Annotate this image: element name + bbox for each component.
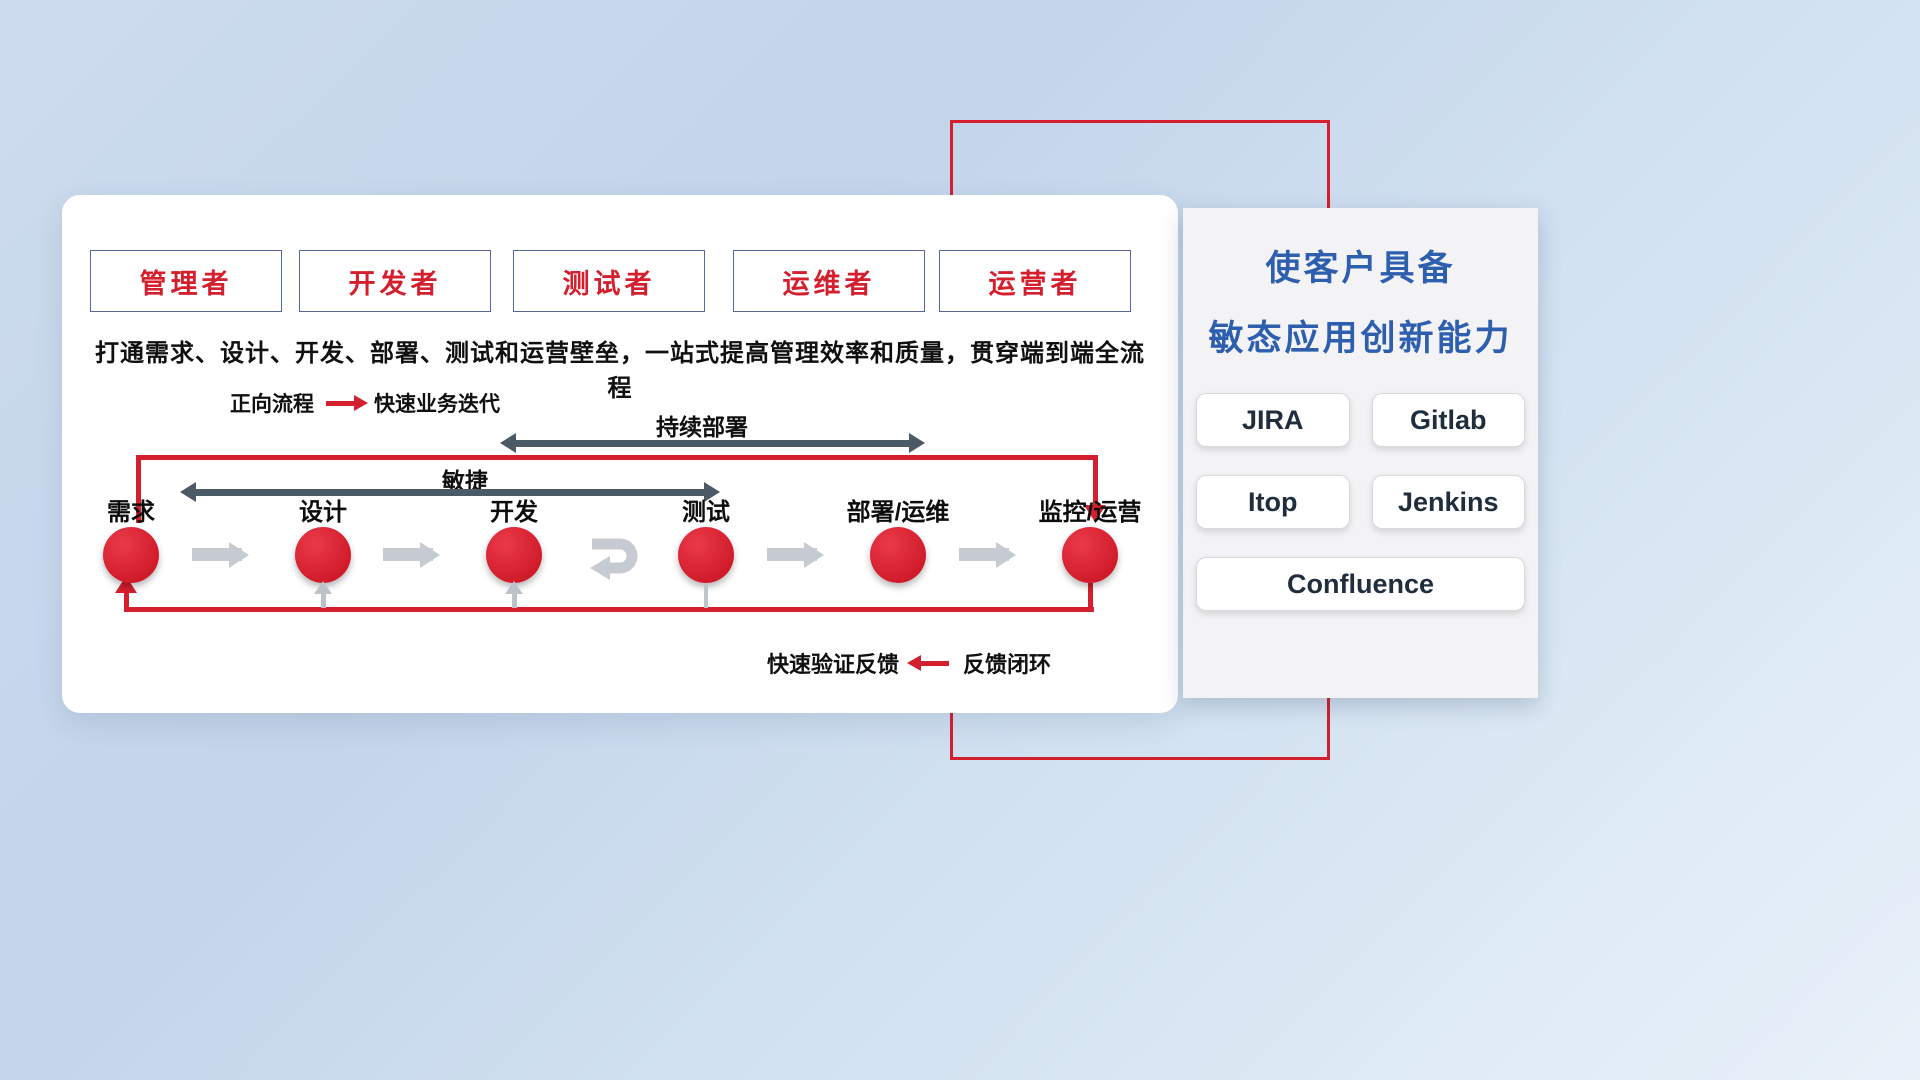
loop-line-right-bottom [1088,583,1093,611]
loop-line-left-up [136,455,141,523]
role-label: 运维者 [782,268,876,299]
role-label: 运营者 [988,268,1082,299]
step-label-monitor-ops: 监控/运营 [1038,499,1142,526]
forward-flow-label: 正向流程 [230,393,314,416]
step-label-requirements: 需求 [107,499,155,526]
iteration-loop-icon [590,538,638,580]
step-node-requirements [103,527,159,583]
tools-panel-title-line2: 敏态应用创新能力 [1208,319,1513,358]
forward-flow-desc: 快速业务迭代 [374,393,500,416]
tool-badge-confluence: Confluence [1196,557,1525,611]
tool-badge-jira: JIRA [1196,393,1350,447]
step-node-development [486,527,542,583]
role-box-manager: 管理者 [90,250,282,312]
panel-subtitle: 打通需求、设计、开发、部署、测试和运营壁垒，一站式提高管理效率和质量，贯穿端到端… [95,340,1145,402]
flow-arrow-icon [192,541,249,568]
step-node-testing [678,527,734,583]
role-box-ops: 运维者 [733,250,925,312]
forward-arrow-icon [326,394,368,411]
feedback-up-arrow-stem [321,593,326,608]
step-node-deploy-ops [870,527,926,583]
step-node-design [295,527,351,583]
flow-arrow-icon [767,541,824,568]
tools-panel-title-line1: 使客户具备 [1265,249,1456,288]
loop-line-bottom [124,607,1094,612]
tools-grid: JIRA Gitlab Itop Jenkins Confluence [1196,393,1525,611]
testing-feedback-line [704,584,708,608]
continuous-deploy-label: 持续部署 [656,414,748,440]
tool-badge-itop: Itop [1196,475,1350,529]
feedback-legend: 快速验证反馈 反馈闭环 [767,647,1051,679]
devops-flow-panel: 管理者 开发者 测试者 运维者 运营者 打通需求、设计、开发、部署、测试和运营壁… [62,195,1178,713]
forward-flow-legend: 正向流程 快速业务迭代 [230,388,500,418]
role-box-operator: 运营者 [939,250,1131,312]
role-label: 测试者 [562,268,656,299]
agile-span-arrow-icon [180,482,720,502]
role-label: 管理者 [139,268,233,299]
step-node-monitor-ops [1062,527,1118,583]
loop-arrowhead-down-icon [1084,505,1106,522]
role-label: 开发者 [348,268,442,299]
tool-badge-gitlab: Gitlab [1371,393,1525,447]
feedback-desc: 反馈闭环 [963,652,1052,677]
role-box-tester: 测试者 [513,250,705,312]
step-label-design: 设计 [299,499,347,526]
role-box-developer: 开发者 [299,250,491,312]
continuous-deploy-span-arrow-icon [500,433,925,453]
step-label-deploy-ops: 部署/运维 [846,499,950,526]
loop-line-top [136,455,1098,460]
feedback-up-arrow-icon [314,581,332,594]
step-label-testing: 测试 [682,499,730,526]
tools-panel: 使客户具备 敏态应用创新能力 JIRA Gitlab Itop Jenkins … [1183,208,1538,698]
loop-line-left-bottom [124,587,129,611]
feedback-up-arrow-stem [512,593,517,608]
step-label-development: 开发 [490,499,538,526]
flow-arrow-icon [383,541,440,568]
feedback-arrow-icon [907,654,950,671]
loop-line-right-down [1093,455,1098,507]
feedback-up-arrow-icon [505,581,523,594]
feedback-label: 快速验证反馈 [767,652,900,677]
flow-arrow-icon [959,541,1016,568]
tool-badge-jenkins: Jenkins [1371,475,1525,529]
